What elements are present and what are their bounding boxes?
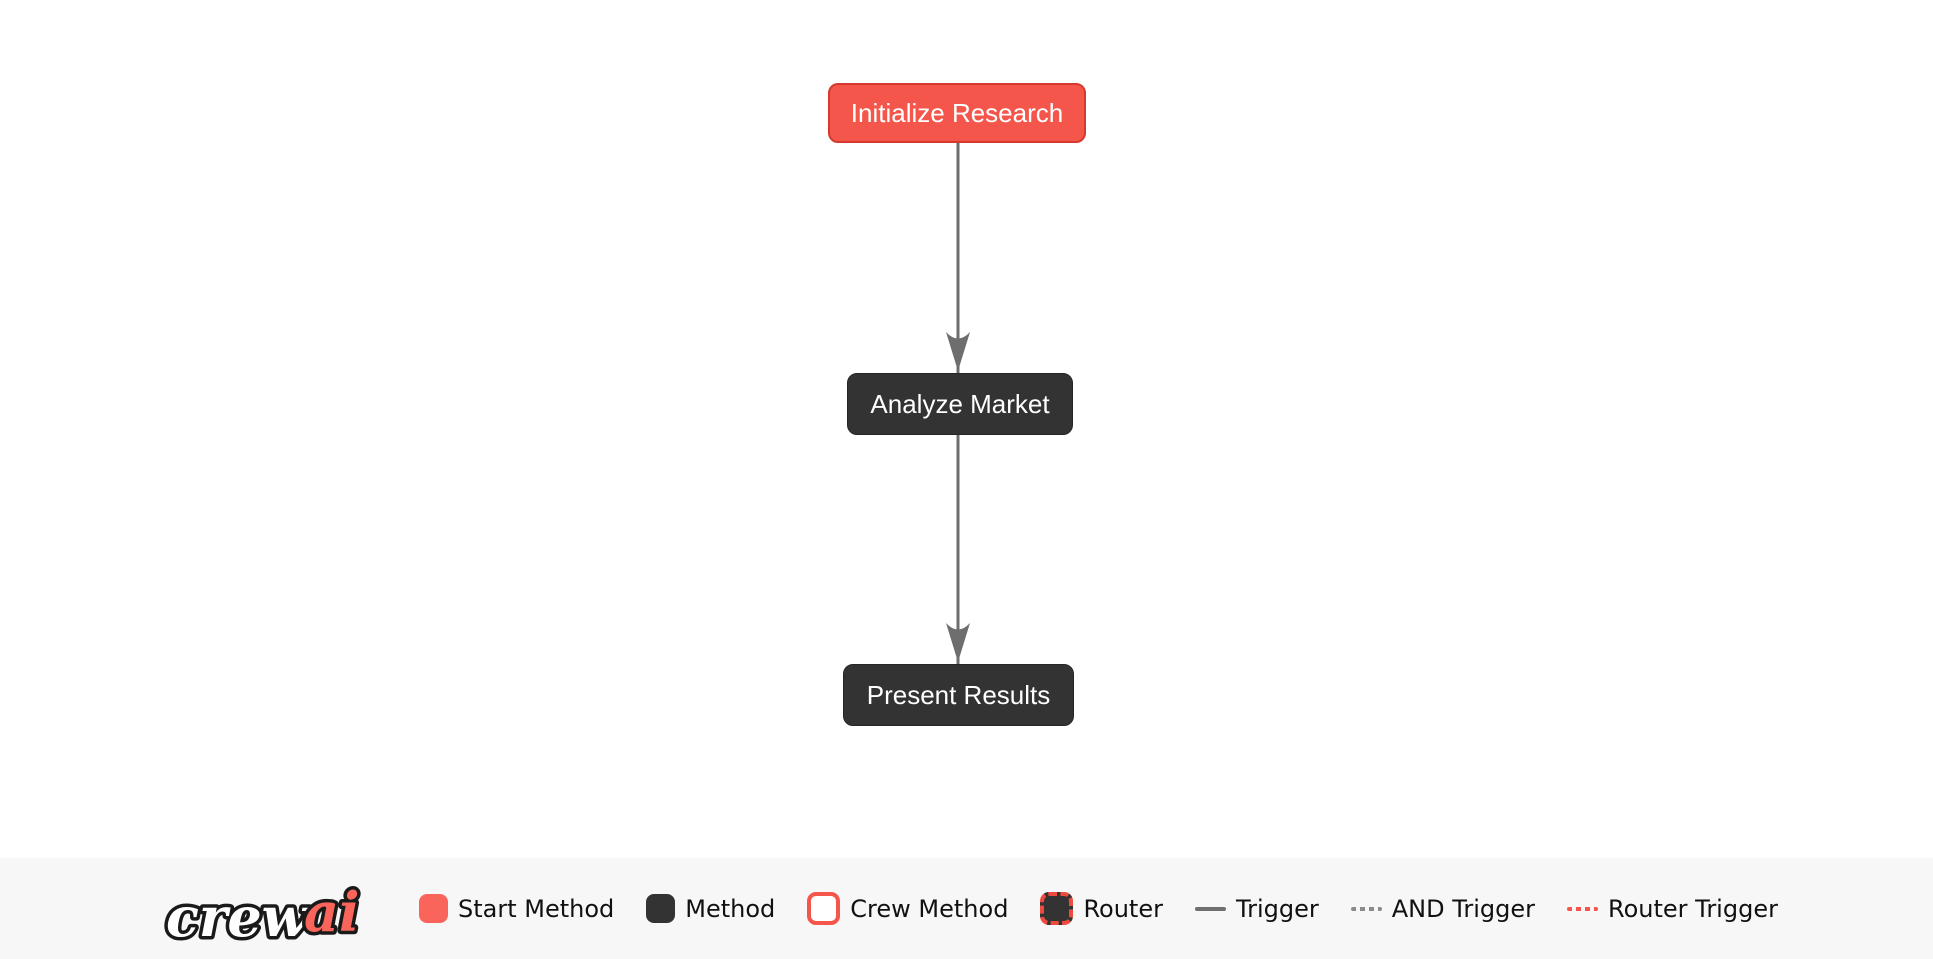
legend-item-method: Method <box>646 894 775 923</box>
legend-label: Router Trigger <box>1608 894 1778 923</box>
crewai-logo-crew-text: crew <box>166 885 311 949</box>
edge-trigger-1 <box>946 143 970 373</box>
legend-label: Crew Method <box>850 894 1009 923</box>
legend: Start Method Method Crew Method Router T… <box>419 858 1778 959</box>
trigger-line-icon <box>1194 906 1226 911</box>
crewai-logo: crew ai <box>163 877 364 953</box>
edge-trigger-2 <box>946 435 970 664</box>
legend-label: AND Trigger <box>1391 894 1536 923</box>
legend-label: Start Method <box>458 894 615 923</box>
flow-canvas: Initialize Research Analyze Market Prese… <box>828 83 1086 726</box>
crew-method-swatch-icon <box>807 892 841 925</box>
router-swatch-icon <box>1040 892 1074 925</box>
router-trigger-line-icon <box>1567 906 1599 911</box>
legend-item-router-trigger: Router Trigger <box>1567 895 1778 923</box>
legend-item-router: Router <box>1040 892 1163 925</box>
edge-arrowhead-icon <box>946 623 970 662</box>
crewai-logo-ai-text: ai <box>304 880 360 944</box>
method-swatch-icon <box>646 894 676 923</box>
flow-node-present-results[interactable]: Present Results <box>843 664 1074 726</box>
legend-label: Method <box>685 894 776 923</box>
flow-node-initialize-research[interactable]: Initialize Research <box>828 83 1086 143</box>
and-trigger-line-icon <box>1350 906 1382 911</box>
flow-node-analyze-market[interactable]: Analyze Market <box>847 373 1073 435</box>
legend-item-trigger: Trigger <box>1194 894 1319 923</box>
legend-item-crew-method: Crew Method <box>807 892 1008 925</box>
start-method-swatch-icon <box>419 894 448 923</box>
legend-label: Router <box>1083 894 1163 923</box>
legend-item-start-method: Start Method <box>419 894 614 923</box>
legend-bar <box>0 858 1933 959</box>
legend-label: Trigger <box>1235 894 1319 923</box>
edge-arrowhead-icon <box>946 332 970 371</box>
legend-item-and-trigger: AND Trigger <box>1350 894 1536 923</box>
